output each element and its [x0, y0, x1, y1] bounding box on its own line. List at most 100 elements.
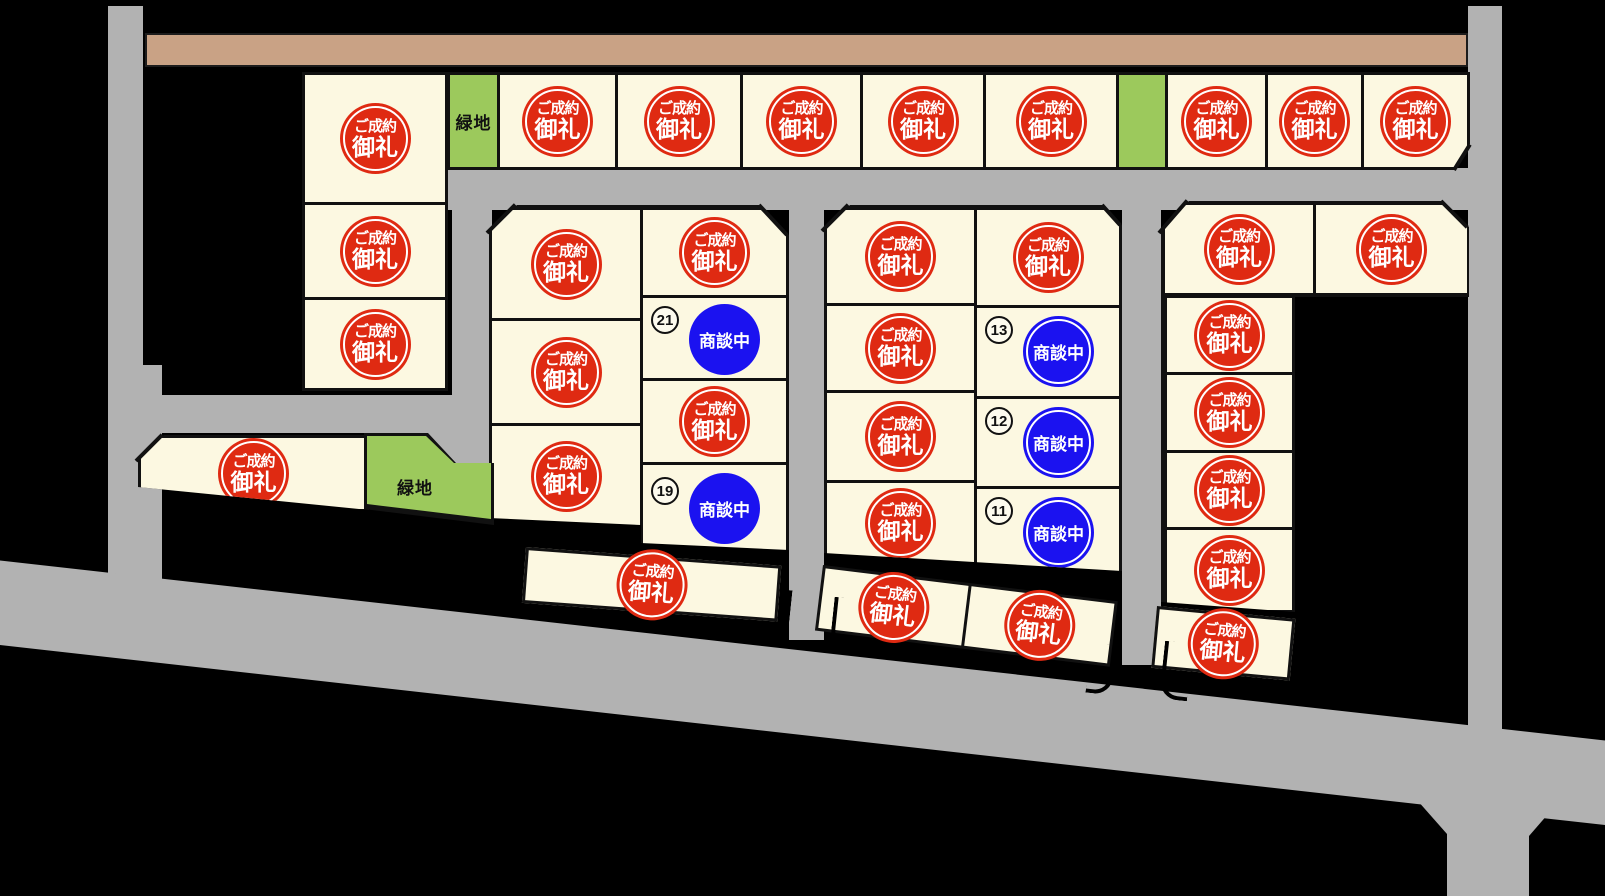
lot-sold: ご成約御礼 [492, 426, 640, 526]
road-between-b-c [1122, 210, 1161, 665]
sold-stamp: ご成約御礼 [865, 401, 936, 472]
curb-curve [761, 587, 793, 641]
sold-stamp: ご成約御礼 [766, 86, 837, 157]
green-space-unlabeled [1119, 75, 1165, 167]
sold-stamp: ご成約御礼 [1184, 604, 1262, 682]
lot-sold: ご成約御礼 [827, 306, 974, 390]
lot-sold: ご成約御礼 [827, 210, 974, 303]
strip-b: ご成約御礼 ご成約御礼 [814, 565, 1118, 667]
sold-stamp: ご成約御礼 [613, 546, 690, 623]
sold-stamp: ご成約御礼 [339, 215, 411, 287]
block-a: ご成約御礼 ご成約御礼 ご成約御礼 ご成約御礼 21 商談中 ご成約御礼 19 … [489, 205, 789, 550]
sold-stamp: ご成約御礼 [522, 86, 593, 157]
sold-stamp: ご成約御礼 [1194, 534, 1265, 606]
sold-stamp: ご成約御礼 [530, 440, 602, 512]
lot-11-negotiating: 11 商談中 [977, 489, 1119, 571]
lot-sold: ご成約御礼 [977, 210, 1119, 305]
curb-curve [1159, 640, 1193, 702]
lot-sold: ご成約御礼 [141, 438, 366, 509]
road-between-a-b [789, 210, 824, 640]
sold-stamp: ご成約御礼 [1356, 213, 1427, 285]
lot-sold: ご成約御礼 [1167, 453, 1292, 527]
sold-stamp-line1: ご成約 [353, 117, 397, 135]
block-top-row: 緑地 ご成約御礼 ご成約御礼 ご成約御礼 ご成約御礼 ご成約御礼 ご成約御礼 ご… [448, 72, 1470, 170]
sold-stamp: ご成約御礼 [339, 308, 411, 380]
sold-stamp: ご成約御礼 [530, 228, 602, 300]
green-space: 緑地 [450, 75, 497, 167]
block-top-left-column: ご成約御礼 ご成約御礼 ご成約御礼 [302, 72, 448, 391]
road-vertical-west-of-block-a [452, 170, 492, 466]
lot-sold: ご成約御礼 [500, 75, 615, 167]
lot-sold: ご成約御礼 [305, 75, 445, 202]
lot-sold: ご成約御礼 [305, 205, 445, 297]
sold-stamp: ご成約御礼 [218, 438, 289, 509]
lot-sold: ご成約御礼 [492, 321, 640, 423]
sold-stamp: ご成約御礼 [1012, 222, 1084, 293]
sold-stamp: ご成約御礼 [1016, 86, 1087, 157]
lot-sold: ご成約御礼 [618, 75, 740, 167]
road-bottom-stub [1447, 798, 1529, 896]
lot-sold: ご成約御礼 [1268, 75, 1361, 167]
lot-number-11: 11 [985, 497, 1013, 525]
lot-13-negotiating: 13 商談中 [977, 308, 1119, 396]
road-stub-shoulder-right [1529, 806, 1555, 836]
sold-stamp: ご成約御礼 [865, 312, 936, 384]
lot-sold: ご成約御礼 [1167, 530, 1292, 610]
lot-sold: ご成約御礼 [827, 483, 974, 563]
sold-stamp: ご成約御礼 [865, 221, 936, 292]
lot-number-12: 12 [985, 407, 1013, 435]
lot-sold: ご成約御礼 [305, 300, 445, 388]
negotiating-badge: 商談中 [1023, 407, 1094, 478]
road-right-vertical [1468, 6, 1502, 741]
sold-stamp-line2: 御礼 [352, 133, 398, 160]
sold-stamp: ご成約御礼 [1194, 299, 1265, 371]
sold-stamp: ご成約御礼 [1279, 86, 1350, 157]
lot-21-negotiating: 21 商談中 [643, 298, 786, 378]
negotiating-badge: 商談中 [689, 304, 760, 375]
lot-sold: ご成約御礼 [643, 381, 786, 462]
lot-sold: ご成約御礼 [1316, 205, 1467, 293]
frontage-road-strip [145, 33, 1468, 67]
sold-stamp: ご成約御礼 [530, 336, 602, 408]
curb-curve [829, 596, 861, 650]
sold-stamp: ご成約御礼 [644, 86, 715, 157]
lot-number-19: 19 [651, 477, 679, 505]
green-space: 緑地 [367, 436, 491, 519]
lot-sold: ご成約御礼 [743, 75, 860, 167]
lot-sold: ご成約御礼 [492, 210, 640, 318]
green-space-label: 緑地 [397, 479, 433, 498]
block-c: ご成約御礼 ご成約御礼 ご成約御礼 ご成約御礼 ご成約御礼 ご成約御礼 [1161, 201, 1469, 612]
sold-stamp: ご成約御礼 [1380, 86, 1451, 157]
lot-number-13: 13 [985, 316, 1013, 344]
sold-stamp: ご成約御礼 [679, 386, 750, 457]
negotiating-badge: 商談中 [689, 473, 760, 544]
lot-sold: ご成約御礼 [827, 393, 974, 480]
sold-stamp: ご成約御礼 [853, 567, 933, 647]
lot-sold: ご成約御礼 [1165, 205, 1313, 293]
lot-12-negotiating: 12 商談中 [977, 399, 1119, 486]
lot-sold: ご成約御礼 [986, 75, 1116, 167]
road-west-stub [108, 395, 452, 433]
sold-stamp: ご成約御礼 [1194, 454, 1265, 526]
lot-number-21: 21 [651, 306, 679, 334]
lot-sold: ご成約御礼 [1364, 75, 1467, 167]
sold-stamp: ご成約御礼 [679, 217, 750, 288]
sold-stamp: ご成約御礼 [1203, 213, 1275, 285]
lot-sold: ご成約御礼 [1168, 75, 1265, 167]
lot-19-negotiating: 19 商談中 [643, 465, 786, 550]
block-b: ご成約御礼 ご成約御礼 ご成約御礼 ご成約御礼 ご成約御礼 13 商談中 12 … [824, 205, 1122, 571]
lot-sold: ご成約御礼 [863, 75, 983, 167]
lot-sold: ご成約御礼 [1167, 298, 1292, 372]
negotiating-badge: 商談中 [1023, 497, 1094, 568]
lot-sold: ご成約御礼 [643, 210, 786, 295]
green-space-label: 緑地 [455, 113, 492, 133]
sold-stamp: ご成約御礼 [1181, 86, 1252, 157]
sold-stamp: ご成約御礼 [999, 585, 1079, 665]
road-stub-shoulder-left [1417, 800, 1447, 834]
sold-stamp: ご成約御礼 [865, 487, 936, 559]
lot-sold: ご成約御礼 [1167, 375, 1292, 450]
road-left-vertical [108, 6, 143, 386]
negotiating-badge: 商談中 [1023, 316, 1094, 387]
sold-stamp: ご成約御礼 [1194, 377, 1265, 448]
